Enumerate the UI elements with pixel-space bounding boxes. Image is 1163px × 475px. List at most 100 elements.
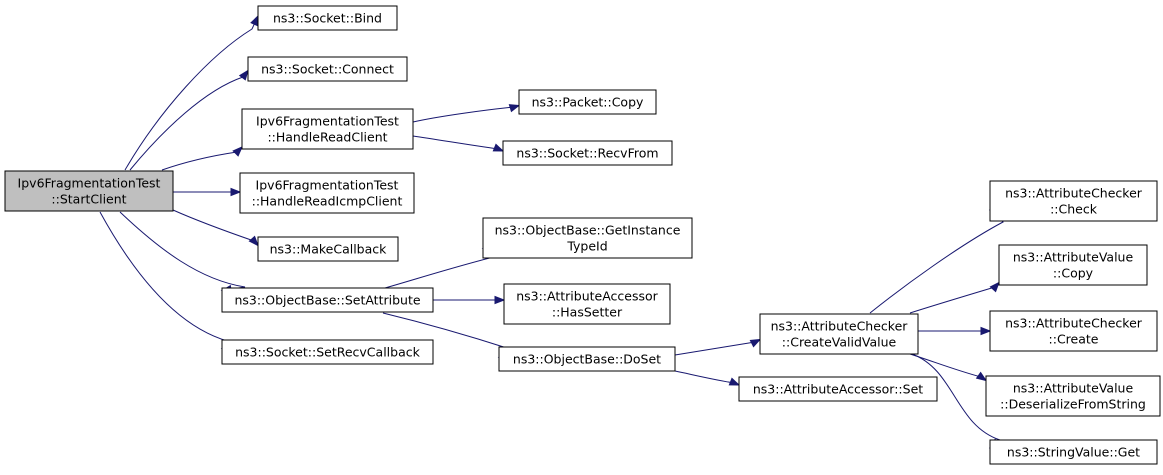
node-label: ::Create bbox=[1049, 332, 1099, 347]
node-n18[interactable]: ns3::AttributeValue::DeserializeFromStri… bbox=[985, 375, 1161, 417]
edge-line bbox=[129, 75, 245, 171]
edge-line bbox=[911, 353, 1002, 443]
edge-n13-n17 bbox=[918, 326, 992, 336]
arrowhead-icon bbox=[248, 235, 259, 247]
arrowhead-icon bbox=[980, 326, 992, 336]
node-n1[interactable]: ns3::Socket::Bind bbox=[257, 5, 398, 31]
edge-n0-n9 bbox=[119, 211, 246, 294]
node-label: ::CreateValidValue bbox=[782, 335, 897, 350]
node-n7[interactable]: ns3::MakeCallback bbox=[257, 236, 399, 262]
edge-n13-n15 bbox=[869, 209, 1004, 314]
edge-n0-n11 bbox=[99, 211, 237, 350]
node-box bbox=[738, 376, 938, 402]
edge-line bbox=[909, 353, 982, 378]
node-n13[interactable]: ns3::AttributeChecker::CreateValidValue bbox=[759, 313, 919, 355]
node-label: ns3::ObjectBase::GetInstance bbox=[495, 223, 681, 238]
edge-n9-n10 bbox=[432, 295, 506, 305]
node-box bbox=[989, 180, 1158, 222]
node-n6[interactable]: Ipv6FragmentationTest::HandleReadIcmpCli… bbox=[239, 172, 415, 214]
node-label: ::Copy bbox=[1053, 266, 1094, 281]
arrowhead-icon bbox=[508, 104, 521, 113]
arrowhead-icon bbox=[989, 281, 1000, 293]
node-label: ::Check bbox=[1050, 202, 1098, 217]
edge-line bbox=[119, 211, 246, 290]
arrowhead-icon bbox=[492, 143, 505, 152]
edge-line bbox=[909, 286, 997, 314]
node-label: ns3::ObjectBase::DoSet bbox=[513, 352, 661, 367]
node-label: ns3::AttributeValue bbox=[1013, 381, 1134, 396]
node-box bbox=[482, 217, 693, 259]
edge-line bbox=[412, 135, 499, 150]
node-n2[interactable]: ns3::Socket::Connect bbox=[247, 56, 408, 82]
edge-line bbox=[172, 209, 256, 243]
edge-n12-n13 bbox=[674, 338, 762, 356]
node-label: Ipv6FragmentationTest bbox=[18, 176, 161, 191]
node-box bbox=[221, 287, 434, 313]
node-n0[interactable]: Ipv6FragmentationTest::StartClient bbox=[4, 170, 174, 212]
node-box bbox=[503, 283, 671, 325]
edge-n12-n14 bbox=[674, 370, 741, 386]
node-n19[interactable]: ns3::StringValue::Get bbox=[989, 439, 1158, 465]
node-box bbox=[241, 108, 414, 150]
node-n16[interactable]: ns3::AttributeValue::Copy bbox=[998, 244, 1148, 286]
node-n11[interactable]: ns3::Socket::SetRecvCallback bbox=[221, 339, 434, 365]
node-label: ::HandleReadClient bbox=[267, 130, 387, 145]
edge-n13-n16 bbox=[909, 281, 1000, 314]
edge-n0-n2 bbox=[129, 69, 249, 171]
node-label: ns3::AttributeAccessor::Set bbox=[753, 382, 923, 397]
node-n4[interactable]: ns3::Packet::Copy bbox=[518, 89, 657, 115]
node-box bbox=[239, 172, 415, 214]
node-box bbox=[221, 339, 434, 365]
edge-line bbox=[674, 370, 735, 384]
node-label: ns3::Socket::RecvFrom bbox=[516, 146, 658, 161]
node-n9[interactable]: ns3::ObjectBase::SetAttribute bbox=[221, 287, 434, 313]
arrowhead-icon bbox=[749, 338, 762, 348]
node-box bbox=[4, 170, 174, 212]
node-box bbox=[247, 56, 408, 82]
arrowhead-icon bbox=[232, 146, 243, 157]
node-label: ns3::ObjectBase::SetAttribute bbox=[234, 293, 420, 308]
node-label: ns3::Socket::Bind bbox=[273, 11, 382, 26]
node-box bbox=[989, 439, 1158, 465]
node-label: ns3::MakeCallback bbox=[270, 242, 388, 257]
node-n17[interactable]: ns3::AttributeChecker::Create bbox=[989, 310, 1158, 352]
node-label: ns3::AttributeChecker bbox=[1005, 316, 1143, 331]
node-n14[interactable]: ns3::AttributeAccessor::Set bbox=[738, 376, 938, 402]
node-label: ns3::AttributeAccessor bbox=[516, 289, 658, 304]
node-label: ns3::AttributeChecker bbox=[1005, 186, 1143, 201]
node-n12[interactable]: ns3::ObjectBase::DoSet bbox=[498, 346, 676, 372]
arrowhead-icon bbox=[250, 14, 259, 27]
edge-line bbox=[674, 341, 756, 356]
arrowhead-icon bbox=[494, 295, 506, 305]
node-label: Ipv6FragmentationTest bbox=[256, 114, 399, 129]
node-box bbox=[985, 375, 1161, 417]
node-label: ::DeserializeFromString bbox=[1000, 397, 1146, 412]
node-label: ns3::AttributeValue bbox=[1013, 250, 1134, 265]
node-label: ::HasSetter bbox=[552, 305, 623, 320]
node-n5[interactable]: ns3::Socket::RecvFrom bbox=[502, 140, 673, 166]
edge-n3-n4 bbox=[412, 104, 521, 123]
node-n10[interactable]: ns3::AttributeAccessor::HasSetter bbox=[503, 283, 671, 325]
node-n15[interactable]: ns3::AttributeChecker::Check bbox=[989, 180, 1158, 222]
node-box bbox=[518, 89, 657, 115]
node-label: ::StartClient bbox=[51, 192, 126, 207]
edge-n3-n5 bbox=[412, 135, 505, 152]
node-n3[interactable]: Ipv6FragmentationTest::HandleReadClient bbox=[241, 108, 414, 150]
arrowhead-icon bbox=[238, 69, 249, 81]
node-label: ns3::Socket::SetRecvCallback bbox=[235, 345, 420, 360]
node-box bbox=[998, 244, 1148, 286]
arrowhead-icon bbox=[975, 371, 988, 382]
node-box bbox=[498, 346, 676, 372]
edge-n0-n6 bbox=[172, 187, 242, 197]
node-box bbox=[989, 310, 1158, 352]
edge-line bbox=[124, 23, 255, 171]
node-label: TypeId bbox=[566, 239, 607, 254]
edge-n0-n3 bbox=[161, 146, 243, 171]
node-box bbox=[502, 140, 673, 166]
node-box bbox=[257, 236, 399, 262]
node-label: Ipv6FragmentationTest bbox=[256, 178, 399, 193]
arrowhead-icon bbox=[728, 377, 741, 386]
node-box bbox=[257, 5, 398, 31]
